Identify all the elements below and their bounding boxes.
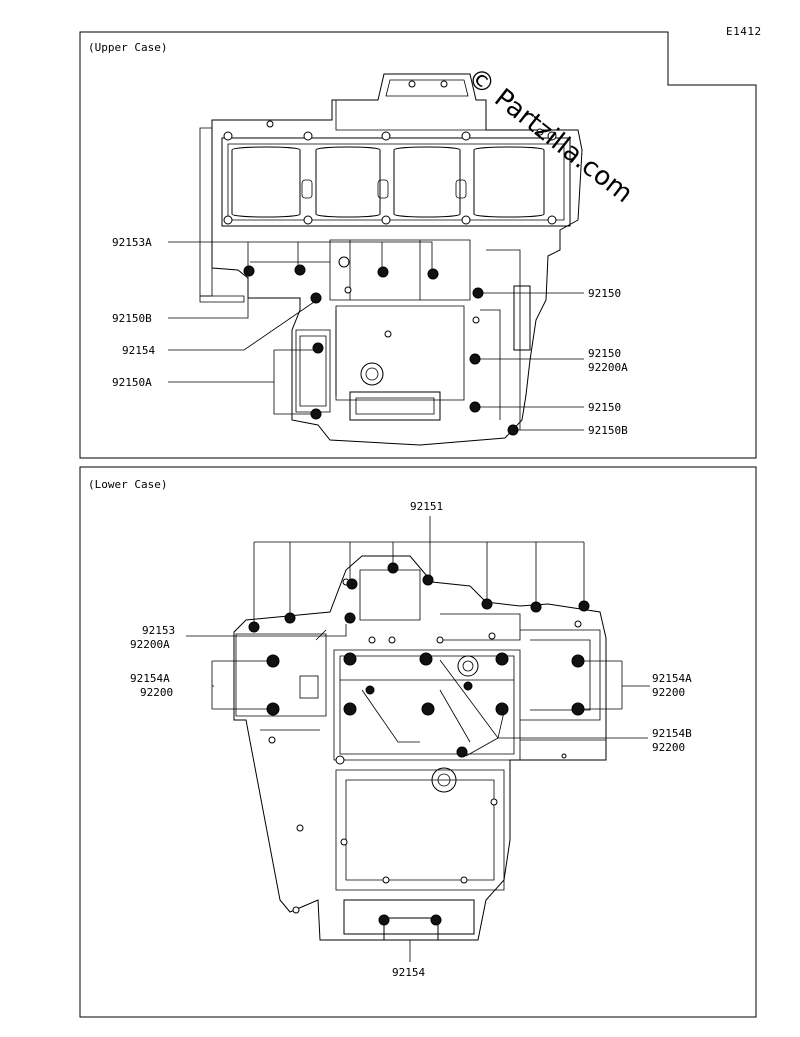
label-92153-lower: 92153 (142, 624, 175, 637)
label-92154A-lower-right: 92154A (652, 672, 692, 685)
upper-case-panel: (Upper Case) (79, 31, 757, 459)
upper-leader-lines (168, 241, 584, 431)
diagram-code: E1412 (726, 25, 762, 38)
lower-crankcase-drawing (233, 555, 607, 941)
upper-case-title: (Upper Case) (88, 41, 167, 54)
upper-case-frame (79, 31, 757, 459)
label-92150B-upper-right: 92150B (588, 424, 628, 437)
label-92153A-upper: 92153A (112, 236, 152, 249)
label-92154-lower-bottom: 92154 (392, 966, 425, 979)
label-92150-upper-low: 92150 (588, 401, 621, 414)
upper-crankcase-drawing (199, 73, 583, 446)
label-92200-lower-b: 92200 (652, 741, 685, 754)
label-92200-lower-left: 92200 (140, 686, 173, 699)
upper-bolts (243, 264, 519, 436)
lower-case-panel: (Lower Case) (79, 466, 757, 1018)
lower-bolts (248, 562, 590, 926)
label-92154B-lower: 92154B (652, 727, 692, 740)
label-92151-lower: 92151 (410, 500, 443, 513)
lower-case-title: (Lower Case) (88, 478, 167, 491)
label-92200-lower-right: 92200 (652, 686, 685, 699)
label-92154-upper: 92154 (122, 344, 155, 357)
label-92200A-upper: 92200A (588, 361, 628, 374)
label-92154A-lower-left: 92154A (130, 672, 170, 685)
label-92150A-upper: 92150A (112, 376, 152, 389)
label-92150-upper-mid: 92150 (588, 347, 621, 360)
label-92150B-upper-left: 92150B (112, 312, 152, 325)
lower-leader-lines (186, 516, 650, 962)
lower-case-frame (79, 466, 757, 1018)
label-92150-upper-top: 92150 (588, 287, 621, 300)
label-92200A-lower: 92200A (130, 638, 170, 651)
